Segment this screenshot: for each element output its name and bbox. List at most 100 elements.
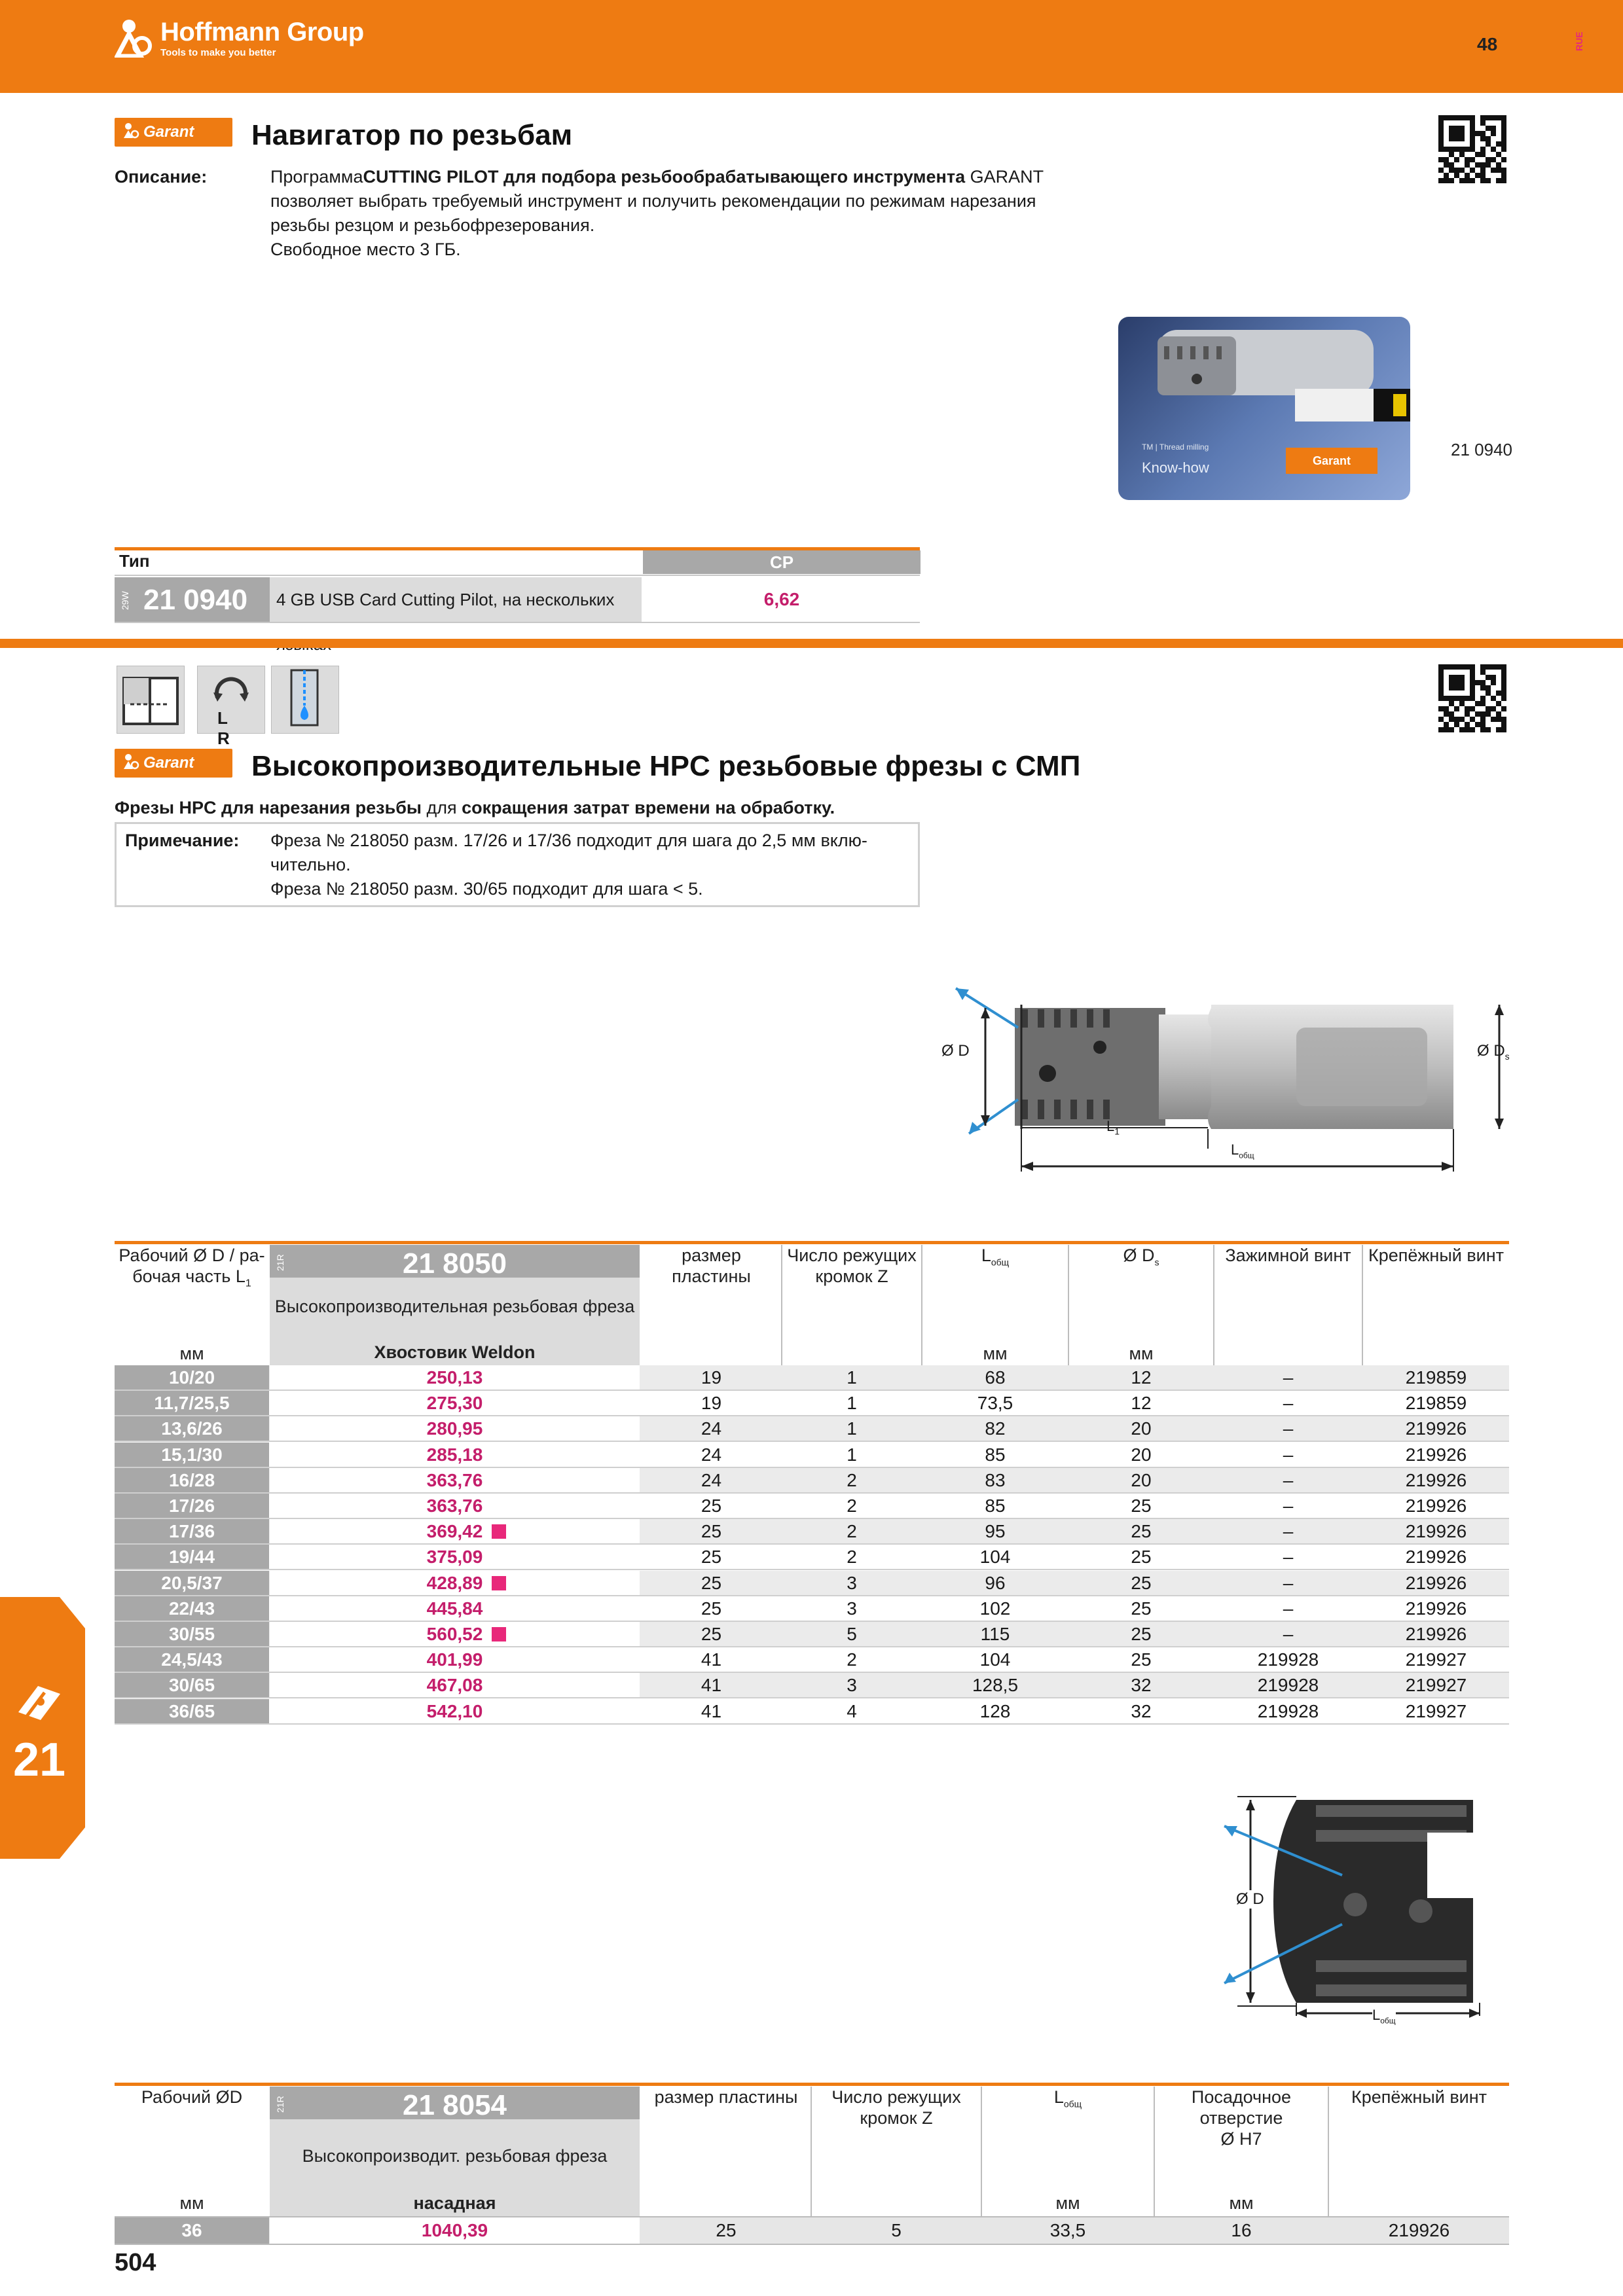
- dim-ds-label: Ø Ds: [1477, 1042, 1510, 1062]
- qr-code-icon[interactable]: [1438, 664, 1506, 732]
- description-label: Описание:: [115, 167, 208, 187]
- section2-title: Высокопроизводительные HPC резьбовые фре…: [251, 750, 1081, 782]
- cell-l: 95: [985, 1521, 1006, 1542]
- table-row[interactable]: 36 1040,39 25 5 33,5 16 219926: [115, 2216, 1509, 2245]
- cell-plate: 41: [701, 1649, 722, 1670]
- cell-price: 401,99: [270, 1647, 640, 1672]
- cell-z: 2: [847, 1496, 857, 1516]
- col-type-header: Тип: [119, 551, 150, 571]
- cell-z: 1: [847, 1418, 857, 1439]
- cell-z: 1: [847, 1393, 857, 1414]
- cell-ds: 25: [1131, 1598, 1152, 1619]
- t1-header-plate: размер пластины: [672, 1246, 751, 1286]
- shank-cutter-drawing: Ø D Ø Ds L1 Lобщ: [930, 969, 1519, 1185]
- article-cell[interactable]: 29W 21 0940: [115, 577, 270, 622]
- t2-header-fix: Крепёжный винт: [1351, 2087, 1487, 2107]
- card-knowhow: Know-how: [1142, 459, 1209, 476]
- t2-article-number: 21 8054: [402, 2089, 507, 2121]
- cell-l: 68: [985, 1367, 1006, 1388]
- cell-size: 17/26: [115, 1494, 269, 1518]
- chapter-tab[interactable]: [0, 1597, 85, 1859]
- cell-ds: 12: [1131, 1367, 1152, 1388]
- table1-top-line: [115, 1241, 1509, 1244]
- divider: [1328, 2087, 1329, 2216]
- t1-article-header: 21R 21 8050: [270, 1245, 640, 1280]
- cell-fix: 219926: [1405, 1469, 1467, 1490]
- language-code: RUE: [1574, 31, 1584, 51]
- cell-z: 3: [847, 1572, 857, 1593]
- divider: [781, 1245, 782, 1365]
- cell-clamp: –: [1283, 1624, 1294, 1644]
- article-price: 6,62: [763, 589, 800, 609]
- cell-price: 467,08: [270, 1673, 640, 1698]
- t1-unit-mm: мм: [1129, 1344, 1154, 1363]
- cell-plate: 24: [701, 1469, 722, 1490]
- cell-ds: 25: [1131, 1649, 1152, 1670]
- garant-badge: Garant: [115, 118, 232, 147]
- cell-ds: 12: [1131, 1393, 1152, 1414]
- cell-z: 3: [847, 1675, 857, 1696]
- cell-ds: 32: [1131, 1675, 1152, 1696]
- divider: [1154, 2087, 1155, 2216]
- t2-article-header: 21R 21 8054: [270, 2087, 640, 2121]
- table2-top-line: [115, 2083, 1509, 2086]
- cell-clamp: 219928: [1257, 1675, 1319, 1696]
- cell-size: 19/44: [115, 1545, 269, 1570]
- table-top-line: [115, 547, 920, 550]
- t1-header-fix: Крепёжный винт: [1368, 1246, 1504, 1265]
- t2-unit-mm: мм: [179, 2193, 204, 2213]
- cell-plate: 25: [701, 1624, 722, 1644]
- cell-plate: 25: [701, 1521, 722, 1542]
- cell-l: 85: [985, 1496, 1006, 1516]
- cell-size: 24,5/43: [115, 1647, 269, 1672]
- divider: [921, 1245, 922, 1365]
- cell-z: 3: [847, 1598, 857, 1619]
- hoffmann-logo[interactable]: Hoffmann Group Tools to make you better: [113, 17, 364, 76]
- dim-ltot-label: Lобщ: [1372, 2007, 1396, 2026]
- dim-d-label: Ø D: [941, 1042, 970, 1060]
- cell-fix: 219926: [1405, 1496, 1467, 1516]
- cell-z: 2: [847, 1469, 857, 1490]
- hoffmann-logo-icon: [113, 17, 154, 59]
- coolant-icon: [271, 666, 339, 734]
- cell-plate: 19: [701, 1393, 722, 1414]
- card-caption: TM | Thread milling: [1142, 442, 1209, 452]
- cell-size: 11,7/25,5: [115, 1391, 269, 1416]
- cell-clamp: –: [1283, 1469, 1294, 1490]
- cell-clamp: –: [1283, 1444, 1294, 1465]
- cell-size: 10/20: [115, 1365, 269, 1390]
- qr-code-icon[interactable]: [1438, 115, 1506, 183]
- cell-fix: 219926: [1405, 1598, 1467, 1619]
- brand-name: Hoffmann Group: [160, 18, 364, 46]
- page-number: 504: [115, 2249, 156, 2276]
- t2-header-plate: размер пластины: [654, 2087, 798, 2107]
- dim-l1-label: L1: [1106, 1118, 1120, 1137]
- card-article-label: 21 0940: [1451, 440, 1512, 459]
- col-cp-header: CP: [643, 550, 921, 574]
- cell-plate: 25: [701, 1598, 722, 1619]
- cell-size: 30/65: [115, 1673, 269, 1698]
- cell-z: 5: [847, 1624, 857, 1644]
- t2-unit-mm: мм: [1229, 2193, 1254, 2213]
- cell-ds: 25: [1131, 1521, 1152, 1542]
- t2-unit-mm: мм: [1055, 2193, 1080, 2213]
- t1-product-cell: Высокопроизводительная резьбовая фреза Х…: [270, 1278, 640, 1365]
- section2-subtitle: Фрезы HPC для нарезания резьбы для сокра…: [115, 798, 835, 817]
- note-label: Примечание:: [125, 831, 240, 850]
